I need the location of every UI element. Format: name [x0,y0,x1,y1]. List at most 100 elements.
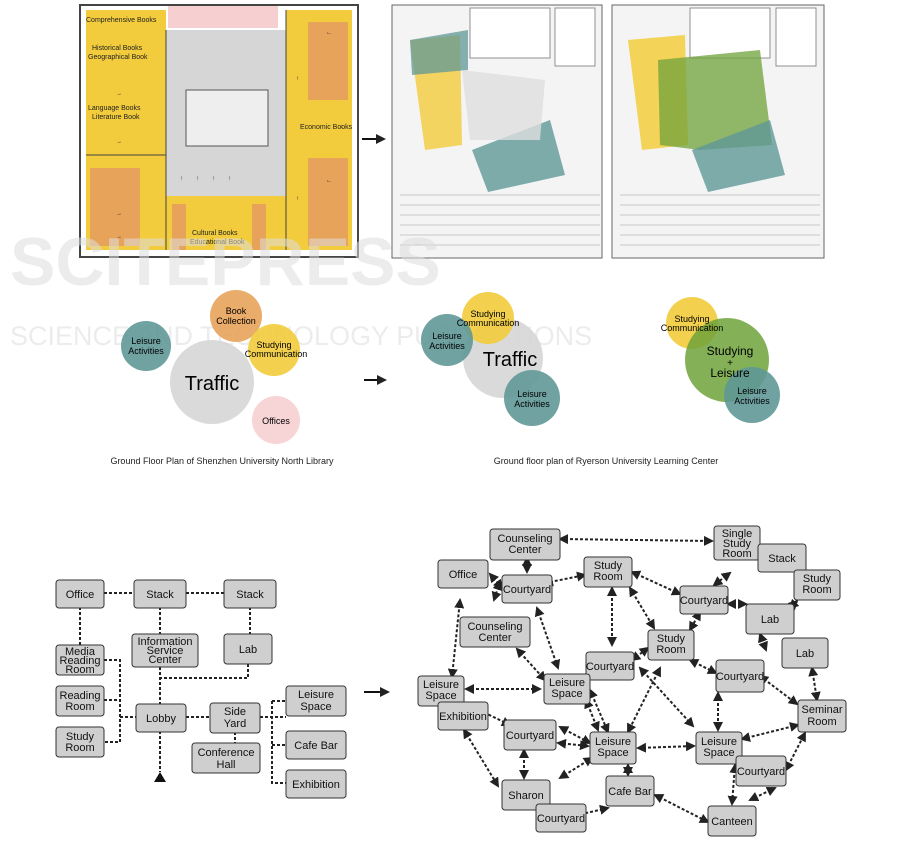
label-historical: Historical Books [92,45,143,52]
svg-text:Lab: Lab [761,614,779,626]
label-communication: Communication [457,318,520,328]
svg-text:Space: Space [703,747,734,759]
svg-text:Lab: Lab [239,644,257,656]
node-leisure-space-4: Leisure Space [695,731,743,765]
label-leisure: Leisure [131,336,161,346]
svg-text:Lab: Lab [796,648,814,660]
svg-text:Stack: Stack [236,589,264,601]
caption-ryerson: Ground floor plan of Ryerson University … [494,456,719,466]
svg-text:↑: ↑ [180,176,183,182]
svg-text:Courtyard: Courtyard [737,766,785,778]
node-cafe-bar: Cafe Bar [605,775,655,807]
svg-text:→: → [116,234,122,240]
node-office: Office [437,559,489,589]
svg-text:Study: Study [594,560,623,572]
svg-text:↑: ↑ [228,176,231,182]
svg-text:Single: Single [722,528,753,540]
svg-text:Courtyard: Courtyard [506,730,554,742]
svg-text:↑: ↑ [296,196,299,202]
svg-text:Space: Space [597,747,628,759]
label-collection: Collection [216,316,256,326]
label-studying: Studying [470,309,505,319]
label-studying: Studying [674,314,709,324]
bubble-studying [248,324,300,376]
ryerson-flow-diagram: Counseling Center Office Courtyard Study… [417,525,847,837]
svg-text:Room: Room [593,571,622,583]
node-leisure-space: Leisure Space [285,685,347,717]
svg-text:Office: Office [66,589,95,601]
svg-text:Study: Study [803,573,832,585]
svg-text:Reading: Reading [60,655,101,667]
ryerson-floor-plan-combined [611,4,825,259]
label-leisure: Leisure [432,331,462,341]
svg-text:Canteen: Canteen [711,816,753,828]
node-media-reading-room: Media Reading Room [55,644,105,676]
svg-text:Leisure: Leisure [298,689,334,701]
label-leisure: Leisure [517,389,547,399]
svg-text:Center: Center [148,654,181,666]
bubble-leisure-bottom [504,370,560,426]
caption-shenzhen: Ground Floor Plan of Shenzhen University… [110,456,334,466]
node-study-room-1: Study Room [583,556,633,588]
svg-text:↑: ↑ [296,76,299,82]
node-reading-room: Reading Room [55,685,105,717]
node-single-study-room: Single Study Room [713,525,761,561]
bubbles-ryerson: Studying Communication Leisure Activitie… [421,292,560,426]
node-courtyard-4: Courtyard [715,659,765,693]
label-communication: Communication [661,323,724,333]
node-courtyard-1: Courtyard [501,574,553,604]
svg-text:Room: Room [722,548,751,560]
shenzhen-floor-plan: ↑↑↑↑ ↑↑↓ →→→→ ←← Comprehensive Books His… [79,4,359,258]
node-stack-1: Stack [133,579,187,609]
svg-text:Space: Space [300,701,331,713]
label-communication: Communication [245,349,308,359]
label-cultural: Cultural Books [192,230,238,237]
node-side-yard: Side Yard [209,702,261,734]
label-activities: Activities [734,396,770,406]
svg-text:Space: Space [551,688,582,700]
label-language: Language Books [88,105,141,112]
node-study-room-2: Study Room [793,569,841,601]
node-stack-2: Stack [223,579,277,609]
svg-text:Courtyard: Courtyard [586,661,634,673]
label-studying: Studying [256,340,291,350]
bubble-leisure-top [421,314,473,366]
node-courtyard-3: Courtyard [585,651,635,681]
label-plus: + [727,358,733,369]
bubbles-ryerson-combined: Studying Communication Studying + Leisur… [661,297,780,423]
svg-text:Reading: Reading [60,690,101,702]
svg-text:←: ← [326,30,332,36]
svg-text:Leisure: Leisure [549,677,585,689]
label-leisure: Leisure [737,386,767,396]
svg-text:Information: Information [137,636,192,648]
svg-text:Media: Media [65,646,96,658]
node-leisure-space-1: Leisure Space [417,675,465,707]
label-activities: Activities [429,341,465,351]
label-leisure-combined: Leisure [710,366,750,380]
node-counseling-center-2: Counseling Center [459,616,531,648]
label-comprehensive: Comprehensive Books [86,17,157,24]
svg-text:Sharon: Sharon [508,790,543,802]
label-economic: Economic Books [300,124,353,131]
svg-text:Courtyard: Courtyard [680,595,728,607]
svg-text:Cafe Bar: Cafe Bar [294,740,338,752]
bubble-book-collection [210,290,262,342]
ryerson-floor-plan [391,4,603,259]
node-information-service-center: Information Service Center [131,633,199,668]
label-traffic: Traffic [185,373,239,395]
svg-text:Room: Room [65,742,94,754]
node-lab-2: Lab [781,637,829,669]
node-study-room-3: Study Room [647,629,695,661]
node-stack: Stack [757,543,807,573]
svg-text:Side: Side [224,706,246,718]
label-geographical: Geographical Book [88,54,148,61]
svg-text:→: → [116,91,122,97]
label-activities: Activities [514,399,550,409]
label-activities: Activities [128,346,164,356]
bubble-offices [252,396,300,444]
node-leisure-space-2: Leisure Space [543,673,591,705]
node-study-room: Study Room [55,726,105,758]
label-traffic: Traffic [483,349,537,371]
node-counseling-center-1: Counseling Center [489,528,561,561]
